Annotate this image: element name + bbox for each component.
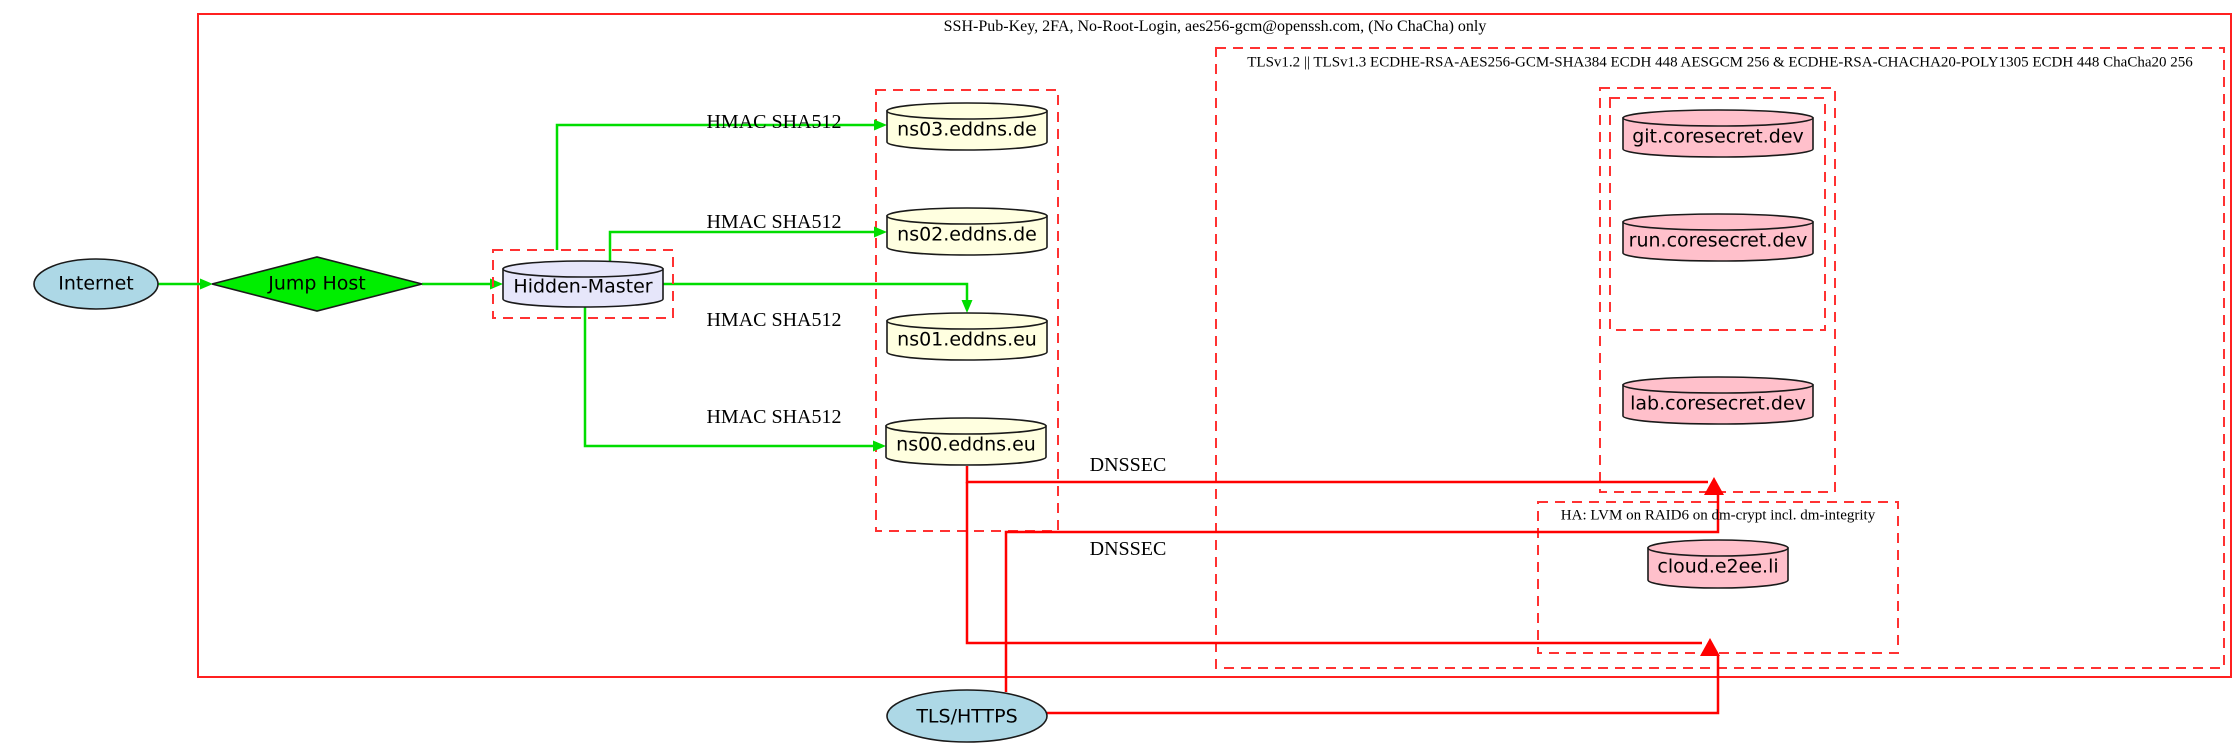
- tls-cluster-label: TLSv1.2 || TLSv1.3 ECDHE-RSA-AES256-GCM-…: [1247, 54, 2193, 71]
- ns02-label: ns02.eddns.de: [897, 223, 1037, 246]
- edge-hiddenmaster-ns01: [663, 282, 969, 301]
- edge-dnssec-ha: [965, 482, 1702, 645]
- edge-label-dnssec-2: DNSSEC: [1089, 538, 1167, 560]
- ns01-label: ns01.eddns.eu: [897, 328, 1037, 351]
- arrowhead-hiddenmaster-ns00: [873, 440, 886, 452]
- ha-cluster-label: HA: LVM on RAID6 on dm-crypt incl. dm-in…: [1560, 507, 1876, 524]
- arrowhead-hiddenmaster-ns02: [874, 226, 887, 238]
- ns03-label: ns03.eddns.de: [897, 118, 1037, 141]
- ssh-cluster-box: [197, 13, 2232, 678]
- edge-hiddenmaster-ns00: [583, 307, 874, 448]
- ns00-cylinder-top: [885, 417, 1047, 435]
- hidden-master-cylinder-top: [502, 260, 664, 278]
- run-cylinder-top: [1622, 213, 1814, 231]
- edge-dnssec-coresecret: [965, 466, 1708, 484]
- hidden-master-label: Hidden-Master: [513, 275, 653, 298]
- git-cylinder-body: [1622, 117, 1814, 158]
- edge-label-hmac-ns03: HMAC SHA512: [706, 111, 842, 133]
- edge-label-hmac-ns02: HMAC SHA512: [706, 211, 842, 233]
- git-label: git.coresecret.dev: [1632, 125, 1804, 148]
- tls-cluster-box: [1215, 47, 2225, 669]
- run-cylinder-body: [1622, 221, 1814, 262]
- edge-label-hmac-ns00: HMAC SHA512: [706, 406, 842, 428]
- ns00-cylinder-body: [885, 425, 1047, 466]
- ns02-cylinder-top: [886, 207, 1048, 225]
- lab-label: lab.coresecret.dev: [1630, 392, 1806, 415]
- cloud-cylinder-top: [1647, 539, 1789, 557]
- ns01-cylinder-top: [886, 312, 1048, 330]
- edge-tlshttps-ha: [1046, 655, 1720, 715]
- ns02-cylinder-body: [886, 215, 1048, 256]
- internet-node: [33, 258, 159, 310]
- lab-cylinder-top: [1622, 376, 1814, 394]
- run-label: run.coresecret.dev: [1628, 229, 1808, 252]
- arrowhead-hiddenmaster-ns03: [874, 119, 887, 131]
- arrowhead-internet-jumphost: [200, 278, 213, 290]
- arrowhead-into-coresecret: [1704, 477, 1724, 495]
- jump-host-label: Jump Host: [268, 272, 366, 295]
- edge-hiddenmaster-ns03: [555, 123, 875, 250]
- internet-label: Internet: [58, 272, 134, 295]
- edge-label-hmac-ns01: HMAC SHA512: [706, 309, 842, 331]
- arrowhead-into-ha: [1700, 638, 1720, 656]
- ns01-cylinder-body: [886, 320, 1048, 361]
- tls-https-node: [886, 689, 1048, 743]
- tls-https-label: TLS/HTTPS: [916, 705, 1018, 728]
- hidden-master-frame: [492, 249, 674, 319]
- edge-tlshttps-coresecret: [1004, 494, 1720, 692]
- git-cylinder-top: [1622, 109, 1814, 127]
- arrowhead-jumphost-hiddenmaster: [490, 278, 503, 290]
- jump-host-node: [211, 256, 423, 312]
- arrowhead-hiddenmaster-ns01: [961, 300, 973, 313]
- cloud-cylinder-body: [1647, 547, 1789, 589]
- ns03-cylinder-top: [886, 102, 1048, 120]
- ns00-label: ns00.eddns.eu: [896, 433, 1036, 456]
- ssh-cluster-label: SSH-Pub-Key, 2FA, No-Root-Login, aes256-…: [943, 18, 1487, 35]
- edge-hiddenmaster-ns02: [608, 230, 875, 261]
- lab-cylinder-body: [1622, 384, 1814, 425]
- cloud-label: cloud.e2ee.li: [1657, 555, 1779, 578]
- coresecret-inner-cluster-box: [1609, 97, 1826, 331]
- hidden-master-cylinder-body: [502, 268, 664, 308]
- ns03-cylinder-body: [886, 110, 1048, 151]
- edge-label-dnssec-1: DNSSEC: [1089, 454, 1167, 476]
